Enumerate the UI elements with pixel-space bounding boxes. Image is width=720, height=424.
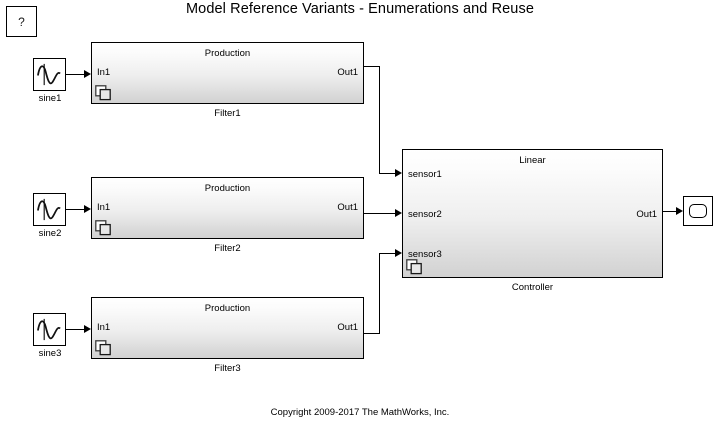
controller-in-port-sensor2: sensor2 xyxy=(408,209,442,220)
filter-block-3-caption: Filter3 xyxy=(214,363,241,374)
wire-filter1-out-h1 xyxy=(364,65,380,67)
filter-block-1-out-port: Out1 xyxy=(337,67,358,78)
filter-block-2-out-port: Out1 xyxy=(337,202,358,213)
model-reference-icon xyxy=(95,85,111,101)
sine-block-3[interactable] xyxy=(33,313,68,348)
sine-wave-icon xyxy=(37,318,61,341)
wire-sine1-to-filter1 xyxy=(66,73,85,75)
copyright-text: Copyright 2009-2017 The MathWorks, Inc. xyxy=(270,407,450,418)
filter-block-3-in-port: In1 xyxy=(97,322,111,333)
controller-block[interactable]: Linear sensor1 sensor2 sensor3 Out1 xyxy=(402,149,665,280)
question-mark-icon: ? xyxy=(18,14,25,29)
filter-block-1-in-port: In1 xyxy=(97,67,111,78)
sine-block-2[interactable] xyxy=(33,193,68,228)
filter-block-1[interactable]: Production In1 Out1 xyxy=(91,42,366,106)
wire-sine3-to-filter3 xyxy=(66,328,85,330)
scope-block[interactable] xyxy=(683,196,715,228)
wire-arrow-controller-sensor3 xyxy=(395,248,402,257)
filter-block-3-out-port: Out1 xyxy=(337,322,358,333)
controller-in-port-sensor1: sensor1 xyxy=(408,169,442,180)
controller-block-caption: Controller xyxy=(511,282,554,293)
filter-block-2-caption: Filter2 xyxy=(214,243,241,254)
wire-arrow-controller-sensor2 xyxy=(395,208,402,217)
filter-block-1-variant: Production xyxy=(204,48,251,59)
wire-sine2-to-filter2 xyxy=(66,208,85,210)
filter-block-2-in-port: In1 xyxy=(97,202,111,213)
controller-out-port: Out1 xyxy=(636,209,657,220)
filter-block-3-variant: Production xyxy=(204,303,251,314)
controller-in-port-sensor3: sensor3 xyxy=(408,249,442,260)
sine-block-3-caption: sine3 xyxy=(38,348,62,359)
wire-filter1-out-h2 xyxy=(378,172,397,174)
wire-arrow-filter1-in xyxy=(84,69,91,78)
model-reference-icon xyxy=(95,220,111,236)
filter-block-1-caption: Filter1 xyxy=(214,108,241,119)
wire-filter2-out xyxy=(364,212,396,214)
wire-arrow-filter2-in xyxy=(84,204,91,213)
help-block[interactable]: ? xyxy=(6,6,39,39)
wire-filter3-out-v xyxy=(378,252,380,334)
model-reference-icon xyxy=(95,340,111,356)
wire-controller-to-scope xyxy=(663,210,680,212)
wire-arrow-controller-sensor1 xyxy=(395,168,402,177)
wire-filter1-out-v xyxy=(378,65,380,174)
controller-variant: Linear xyxy=(519,155,546,166)
wire-arrow-filter3-in xyxy=(84,324,91,333)
sine-wave-icon xyxy=(37,198,61,221)
sine-block-2-caption: sine2 xyxy=(38,228,62,239)
page-title: Model Reference Variants - Enumerations … xyxy=(186,1,534,17)
sine-block-1-caption: sine1 xyxy=(38,93,62,104)
wire-filter3-out-h1 xyxy=(364,332,380,334)
wire-filter3-out-h2 xyxy=(378,252,397,254)
wire-arrow-scope-in xyxy=(676,206,683,215)
filter-block-2[interactable]: Production In1 Out1 xyxy=(91,177,366,241)
filter-block-3[interactable]: Production In1 Out1 xyxy=(91,297,366,361)
model-reference-icon xyxy=(406,259,422,275)
scope-icon xyxy=(689,204,707,218)
sine-wave-icon xyxy=(37,63,61,86)
sine-block-1[interactable] xyxy=(33,58,68,93)
filter-block-2-variant: Production xyxy=(204,183,251,194)
